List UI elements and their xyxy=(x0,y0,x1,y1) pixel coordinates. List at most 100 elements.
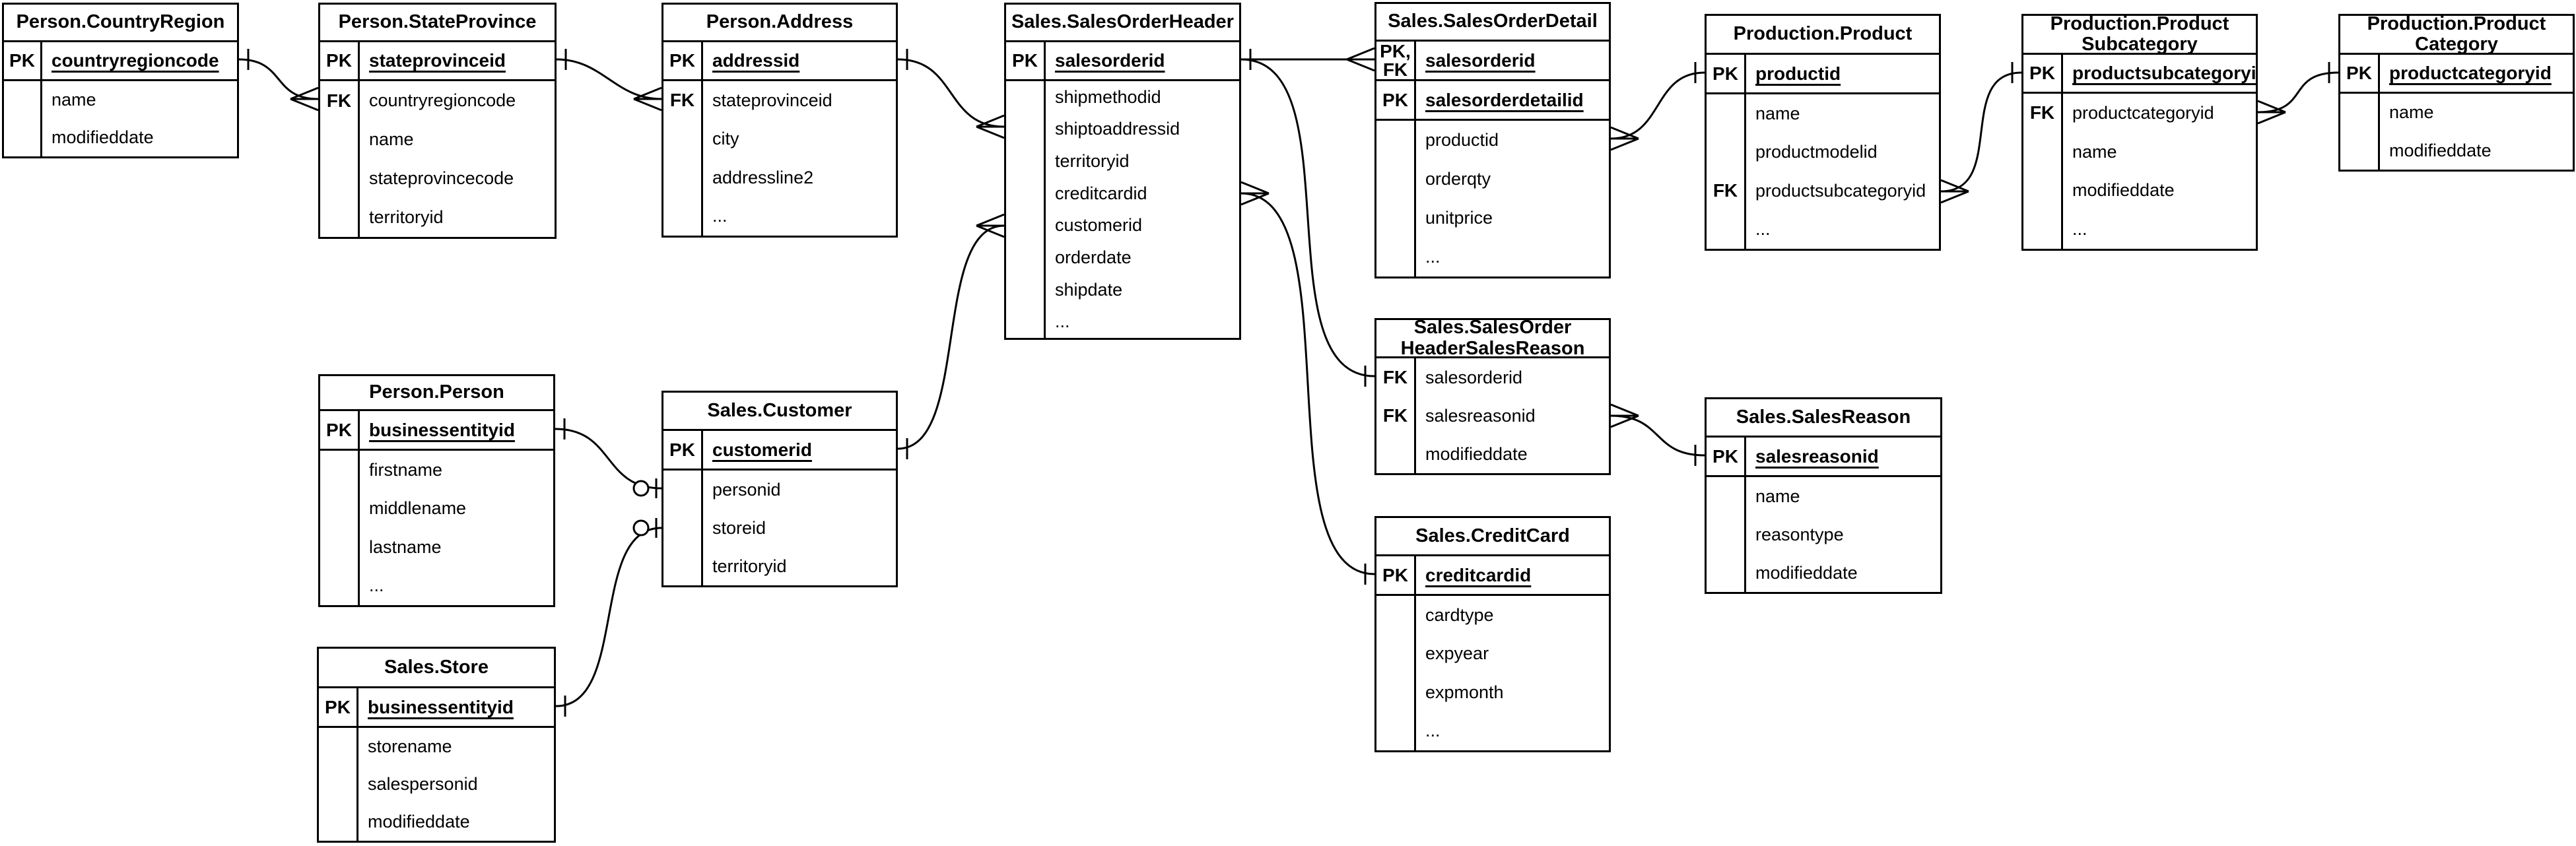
entity-title-line: Sales.SalesReason xyxy=(1736,406,1911,428)
relationship-customer-salesorderheader[interactable] xyxy=(897,213,1005,459)
relationship-person-customer[interactable] xyxy=(555,418,662,498)
entity-title: Sales.SalesOrderHeader xyxy=(1006,5,1239,42)
field-name: ... xyxy=(1055,311,1070,332)
key-badge: PK, FK xyxy=(1376,42,1416,79)
key-badge-empty xyxy=(2023,210,2063,249)
entity-title-line: Sales.SalesOrderHeader xyxy=(1011,11,1234,33)
relationship-line xyxy=(1610,71,1705,140)
key-badge-empty xyxy=(320,566,360,605)
field-name: expyear xyxy=(1425,643,1489,664)
key-badge: PK xyxy=(1707,438,1746,475)
field-name: salesorderdetailid xyxy=(1425,89,1584,110)
relationship-line xyxy=(1240,192,1375,575)
field-name: cardtype xyxy=(1425,604,1494,625)
relationship-salesorderheader-salesorderdetail[interactable] xyxy=(1241,47,1375,72)
key-badge-empty xyxy=(663,197,703,236)
key-badge-empty xyxy=(320,451,360,490)
entity-title-line: Production.Product xyxy=(2367,13,2546,34)
relationship-store-customer[interactable] xyxy=(555,518,662,717)
field-name: modifieddate xyxy=(2389,140,2491,160)
field-name: territoryid xyxy=(712,556,787,576)
key-badge-empty xyxy=(1006,113,1046,146)
relationship-creditcard-salesorderheader[interactable] xyxy=(1240,181,1375,585)
field-name: modifieddate xyxy=(2072,180,2175,201)
field-row: shipmethodid xyxy=(1006,81,1239,114)
key-badge-empty xyxy=(663,158,703,197)
relationship-stateprovince-address[interactable] xyxy=(556,49,662,112)
relationship-address-salesorderheader[interactable] xyxy=(897,49,1005,139)
relationship-product-productsubcategory[interactable] xyxy=(1940,62,2022,204)
cardinality-many-crowfoot xyxy=(633,86,662,112)
relationship-line xyxy=(556,58,662,100)
field-name: reasontype xyxy=(1755,524,1844,544)
entity-title-line: Person.Person xyxy=(369,381,504,403)
field-name: stateprovinceid xyxy=(369,50,506,71)
field-row: productid xyxy=(1376,121,1609,160)
field-name: name xyxy=(2072,141,2117,162)
cardinality-many-crowfoot xyxy=(976,114,1005,139)
key-badge-empty xyxy=(1376,199,1416,238)
cardinality-zero-circle xyxy=(632,480,650,497)
field-name: territoryid xyxy=(1055,151,1130,172)
field-name: ... xyxy=(712,206,728,226)
relationship-productsubcategory-productcategory[interactable] xyxy=(2257,62,2339,125)
entity-title-line: Subcategory xyxy=(2082,34,2198,55)
key-badge: FK xyxy=(2023,94,2063,133)
field-name: addressid xyxy=(712,50,800,71)
field-row: firstname xyxy=(320,451,553,490)
field-name: ... xyxy=(1755,219,1771,240)
relationship-headersalesreason-salesreason[interactable] xyxy=(1610,403,1705,466)
field-name: salesorderid xyxy=(1055,50,1165,71)
key-badge-empty xyxy=(1006,177,1046,210)
relationship-salesorderdetail-product[interactable] xyxy=(1610,62,1705,151)
relationship-salesorderheader-headersalesreason[interactable] xyxy=(1240,49,1375,387)
field-name: ... xyxy=(1425,721,1441,741)
entity-title: Sales.CreditCard xyxy=(1376,518,1609,556)
field-name: firstname xyxy=(369,459,443,480)
key-badge: PK xyxy=(319,688,358,726)
field-name: name xyxy=(1755,486,1800,506)
key-badge-empty xyxy=(2340,94,2380,132)
relationship-countryregion-stateprovince[interactable] xyxy=(238,49,319,112)
entity-title: Person.CountryRegion xyxy=(4,5,237,42)
field-row: ... xyxy=(1707,210,1939,249)
field-row: modifieddate xyxy=(4,119,237,156)
entity-title-line: Category xyxy=(2415,34,2498,55)
field-name: businessentityid xyxy=(369,419,515,440)
field-name: lastname xyxy=(369,537,442,557)
key-badge: FK xyxy=(1376,358,1416,397)
key-badge: FK xyxy=(1707,172,1746,211)
field-name: shiptoaddressid xyxy=(1055,119,1180,139)
entity-title: Production.Product xyxy=(1707,16,1939,55)
field-row: customerid xyxy=(1006,209,1239,242)
field-row: city xyxy=(663,119,896,158)
field-row: modifieddate xyxy=(1707,554,1940,592)
key-badge-empty xyxy=(1376,596,1416,635)
field-name: name xyxy=(51,90,96,110)
key-badge-empty xyxy=(1006,242,1046,274)
key-badge-empty xyxy=(320,120,360,159)
